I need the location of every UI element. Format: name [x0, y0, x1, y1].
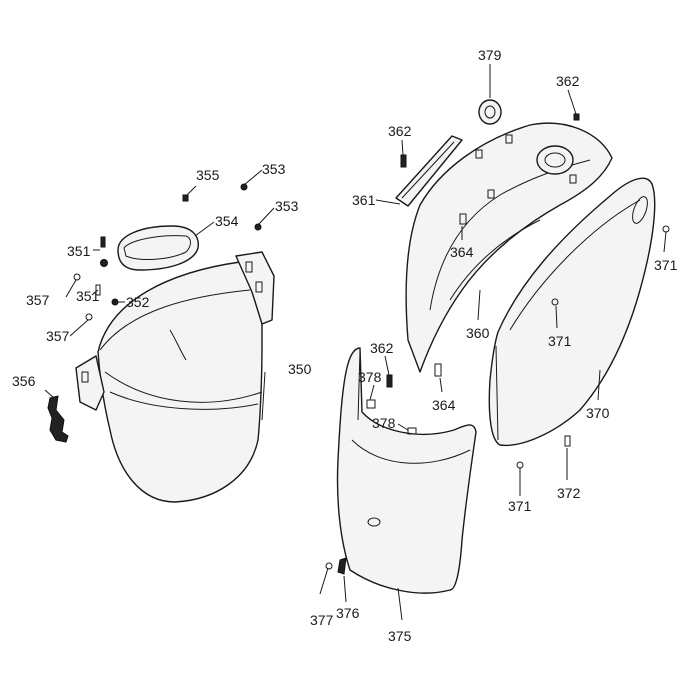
callout-352: 352 [126, 294, 150, 310]
leader-lines [44, 64, 667, 621]
callout-362-middle: 362 [370, 340, 394, 356]
callout-370: 370 [586, 405, 610, 421]
callout-364-lower: 364 [432, 397, 456, 413]
callout-371-middle: 371 [548, 333, 572, 349]
callout-360: 360 [466, 325, 490, 341]
callout-356: 356 [12, 373, 36, 389]
callout-350: 350 [288, 361, 312, 377]
rear-fender-375 [336, 347, 477, 594]
callout-379: 379 [478, 47, 502, 63]
callout-372: 372 [557, 485, 581, 501]
callout-354: 354 [215, 213, 239, 229]
small-hardware-left [73, 183, 262, 321]
center-frame-cover-360 [405, 122, 613, 373]
small-hardware-right [319, 113, 670, 595]
callout-357-lower: 357 [46, 328, 70, 344]
callout-364-upper: 364 [450, 244, 474, 260]
callout-labels: 350 351 351 352 353 353 354 355 356 357 … [12, 47, 678, 644]
callout-376: 376 [336, 605, 360, 621]
callout-378-upper: 378 [358, 369, 382, 385]
callout-353-upper: 353 [262, 161, 286, 177]
lid-354 [117, 225, 199, 271]
callout-371-bottom: 371 [508, 498, 532, 514]
callout-357-upper: 357 [26, 292, 50, 308]
callout-355: 355 [196, 167, 220, 183]
callout-375: 375 [388, 628, 412, 644]
callout-371-right: 371 [654, 257, 678, 273]
callout-362-top-left: 362 [388, 123, 412, 139]
callout-361: 361 [352, 192, 376, 208]
grommet-379 [478, 99, 502, 125]
callout-353-lower: 353 [275, 198, 299, 214]
callout-378-lower: 378 [372, 415, 396, 431]
callout-362-top-right: 362 [556, 73, 580, 89]
strip-361 [395, 135, 463, 207]
side-cover-370 [488, 177, 656, 447]
callout-351-upper: 351 [67, 243, 91, 259]
bracket-356 [47, 395, 69, 443]
callout-351-lower: 351 [76, 288, 100, 304]
storage-box-350 [75, 251, 275, 503]
callout-377: 377 [310, 612, 334, 628]
